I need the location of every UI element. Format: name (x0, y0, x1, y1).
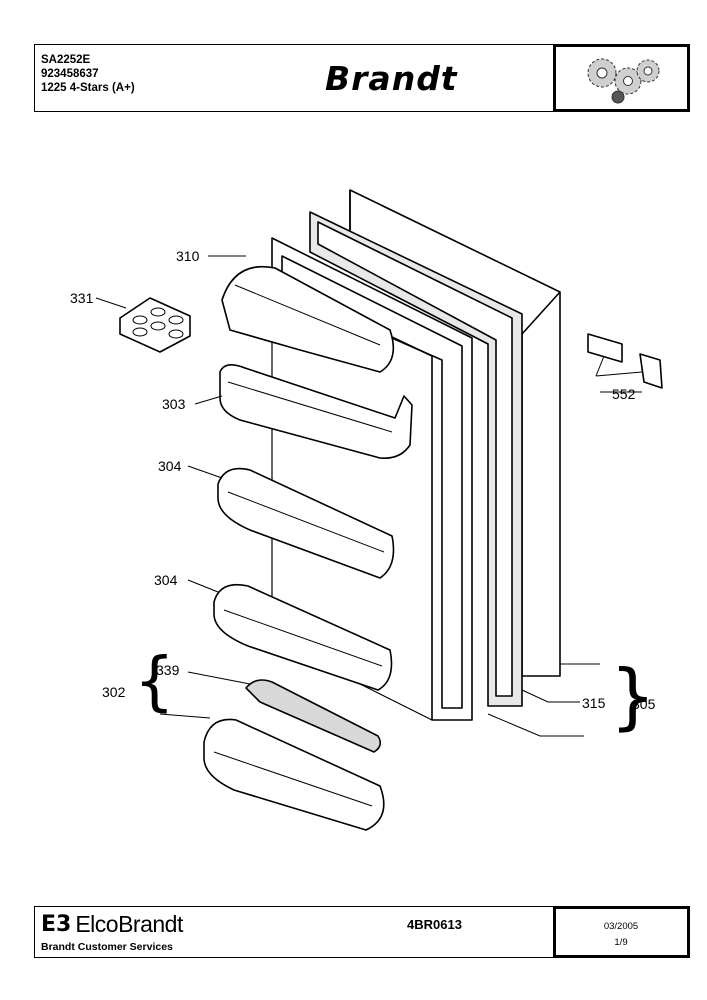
door-assembly-drawing (95, 189, 663, 831)
exploded-parts-diagram: 310 331 303 304 304 339 302 { 552 315 } … (0, 120, 707, 900)
model-description: 1225 4-Stars (A+) (41, 82, 135, 94)
brand-logo: Brandt (325, 59, 458, 98)
emblem-box (552, 43, 690, 112)
callout-339: 339 (156, 662, 180, 678)
company-logo: E3 ElcoBrandt (41, 911, 183, 938)
document-code: 4BR0613 (407, 917, 462, 932)
service-name: Brandt Customer Services (41, 941, 173, 953)
date-page-box: 03/2005 1/9 (552, 905, 690, 958)
door-shelf-304-upper (217, 467, 395, 579)
bracket-305: } (610, 654, 656, 738)
callout-304-upper: 304 (158, 458, 182, 474)
hinge-bracket-upper (587, 333, 623, 363)
page-number: 1/9 (614, 936, 628, 948)
model-code: SA2252E (41, 54, 91, 66)
company-name: ElcoBrandt (75, 911, 183, 937)
callout-310: 310 (176, 248, 200, 264)
door-shelf-304-lower (213, 583, 393, 691)
document-date: 03/2005 (603, 920, 639, 932)
egg-tray (119, 297, 191, 353)
bottle-shelf (203, 718, 385, 831)
callout-552: 552 (612, 386, 636, 402)
hinge-bracket-lower (639, 353, 663, 389)
dairy-compartment-cover (221, 266, 395, 373)
title-block-footer: E3 ElcoBrandt Brandt Customer Services 4… (34, 905, 690, 958)
door-shelf-303 (219, 364, 413, 460)
title-block-header: SA2252E 923458637 1225 4-Stars (A+) Bran… (34, 43, 690, 112)
callout-302: 302 (102, 684, 126, 700)
bottle-retainer (245, 679, 382, 753)
callout-331: 331 (70, 290, 94, 306)
product-number: 923458637 (41, 68, 99, 80)
gear-cluster-icon (587, 58, 659, 103)
callout-305: 305 (632, 696, 656, 712)
callout-303: 303 (162, 396, 186, 412)
company-logo-mark: E3 (41, 912, 72, 937)
bracket-302: { (134, 645, 175, 719)
callout-315: 315 (582, 695, 606, 711)
callout-304-lower: 304 (154, 572, 178, 588)
model-info: SA2252E 923458637 1225 4-Stars (A+) (41, 53, 135, 95)
